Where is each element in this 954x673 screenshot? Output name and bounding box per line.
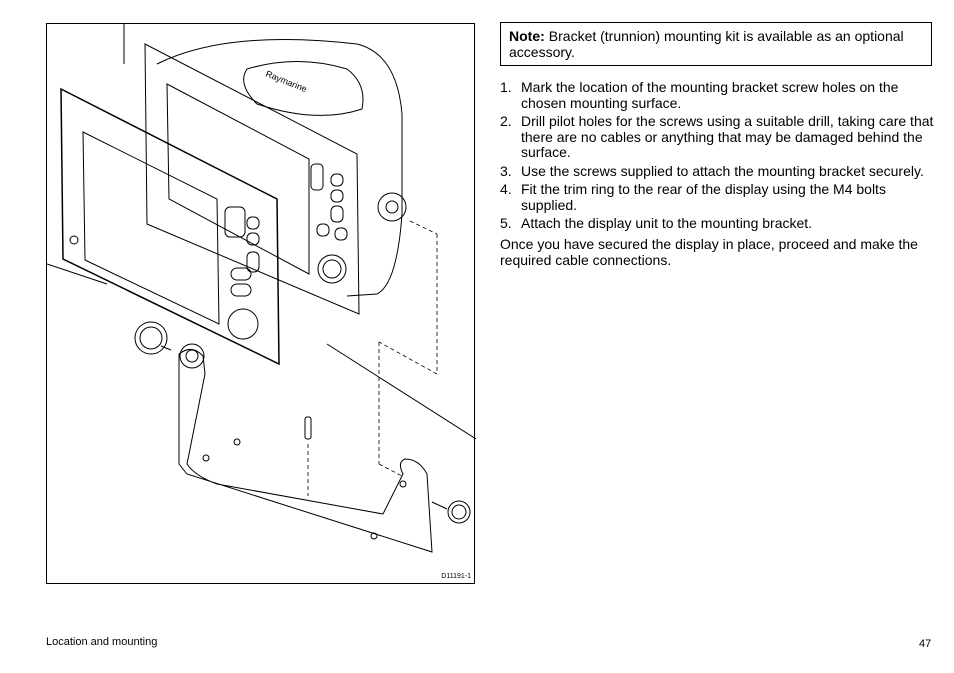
note-text: Bracket (trunnion) mounting kit is avail…: [509, 28, 904, 60]
step-number: 1.: [500, 79, 512, 95]
step-text: Drill pilot holes for the screws using a…: [521, 113, 934, 160]
list-item: 1. Mark the location of the mounting brac…: [500, 79, 936, 111]
step-number: 4.: [500, 181, 512, 197]
bracket-mount-drawing: Raymarine: [47, 24, 476, 553]
steps-list: 1. Mark the location of the mounting brac…: [500, 79, 936, 235]
list-item: 2. Drill pilot holes for the screws using…: [500, 113, 936, 161]
mounting-illustration: Raymarine D11191-1: [46, 23, 476, 584]
figure-id: D11191-1: [441, 573, 471, 580]
page-number: 47: [919, 638, 932, 650]
step-text: Fit the trim ring to the rear of the dis…: [521, 181, 886, 213]
brand-logo: Raymarine: [264, 69, 308, 95]
list-item: 3. Use the screws supplied to attach the …: [500, 162, 936, 180]
list-item: 4. Fit the trim ring to the rear of the d…: [500, 181, 936, 213]
step-number: 2.: [500, 113, 512, 129]
closing-paragraph: Once you have secured the display in pla…: [500, 236, 918, 268]
step-text: Attach the display unit to the mounting …: [521, 215, 813, 231]
step-number: 5.: [500, 215, 512, 231]
step-text: Use the screws supplied to attach the mo…: [521, 162, 924, 179]
note-box: Note:Bracket (trunnion) mounting kit is …: [500, 22, 932, 66]
footer-section: Location and mounting: [46, 636, 158, 648]
step-text: Mark the location of the mounting bracke…: [521, 79, 899, 111]
note-label: Note:: [509, 28, 545, 44]
list-item: 5. Attach the display unit to the mountin…: [500, 215, 936, 232]
step-number: 3.: [500, 162, 512, 179]
